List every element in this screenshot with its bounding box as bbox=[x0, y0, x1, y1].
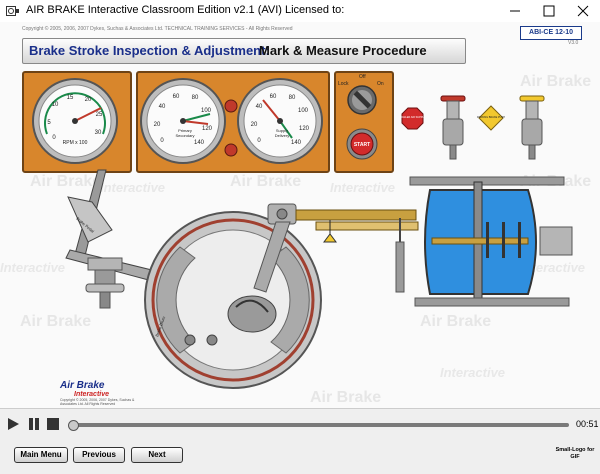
pressure-tick-label: 140 bbox=[291, 140, 302, 146]
pressure-tick-label: 80 bbox=[289, 95, 296, 101]
seek-thumb[interactable] bbox=[68, 420, 79, 431]
rpm-tick-label: 0 bbox=[52, 135, 56, 141]
media-player-bar: 00:51 bbox=[0, 408, 600, 439]
watermark-text: Air Brake bbox=[310, 389, 381, 406]
brake-chamber bbox=[409, 176, 573, 307]
logo-copyright: Copyright © 2005, 2006, 2007 Dykes, Such… bbox=[60, 398, 135, 406]
watermark-text: Interactive bbox=[520, 260, 585, 275]
pressure-tick-label: 60 bbox=[173, 94, 180, 100]
pressure-tick-label: 40 bbox=[159, 104, 166, 110]
watermark-text: Air Brake bbox=[20, 313, 91, 330]
lesson-subtitle: Mark & Measure Procedure bbox=[259, 43, 427, 58]
dashboard-illustration: 0 5 10 15 20 25 30 RPM x 100 0 20 40 60 bbox=[32, 74, 573, 389]
gauge-legend-label: Delivery bbox=[275, 133, 289, 138]
start-label: START bbox=[354, 142, 370, 148]
pressure-tick-label: 100 bbox=[201, 108, 212, 114]
low-air-warning-light bbox=[224, 99, 238, 113]
pressure-tick-label: 80 bbox=[192, 95, 199, 101]
seek-track[interactable] bbox=[71, 423, 569, 427]
rpm-tick-label: 25 bbox=[96, 112, 103, 118]
previous-button[interactable]: Previous bbox=[73, 447, 125, 463]
rpm-tick-label: 10 bbox=[52, 102, 59, 108]
brake-drum: Brake Drum bbox=[144, 211, 322, 389]
app-icon bbox=[6, 5, 20, 23]
elapsed-time: 00:51 bbox=[576, 419, 599, 429]
minimize-button[interactable] bbox=[498, 0, 532, 22]
minimize-icon bbox=[510, 10, 520, 12]
watermark-text: Air Brake bbox=[520, 73, 591, 90]
close-icon bbox=[577, 5, 589, 17]
ignition-on-label: On bbox=[377, 81, 384, 87]
lesson-header: Brake Stroke Inspection & Adjustment: Ma… bbox=[22, 38, 466, 64]
main-menu-button[interactable]: Main Menu bbox=[14, 447, 68, 463]
tachometer-gauge: 0 5 10 15 20 25 30 RPM x 100 bbox=[32, 78, 118, 164]
play-icon bbox=[8, 418, 19, 430]
pressure-tick-label: 40 bbox=[256, 104, 263, 110]
watermark-text: Interactive bbox=[0, 260, 65, 275]
gauge-legend-label: Supply bbox=[276, 128, 288, 133]
window-titlebar: AIR BRAKE Interactive Classroom Edition … bbox=[0, 0, 600, 23]
watermark-text: Air Brake bbox=[420, 313, 491, 330]
gauge-legend-label: Secondary bbox=[175, 133, 194, 138]
maximize-icon bbox=[543, 5, 555, 17]
pressure-tick-label: 20 bbox=[154, 122, 161, 128]
lesson-code-badge: ABI-CE 12-10 bbox=[520, 26, 582, 40]
pressure-tick-label: 120 bbox=[299, 126, 310, 132]
version-label: V3.0 bbox=[568, 40, 579, 46]
air-brake-interactive-logo: Air Brake Interactive Copyright © 2005, … bbox=[60, 380, 150, 406]
gauge-legend-label: Primary bbox=[178, 128, 192, 133]
maximize-button[interactable] bbox=[532, 0, 566, 22]
brake-pedal[interactable]: Brake Pedal bbox=[65, 169, 161, 309]
close-button[interactable] bbox=[566, 0, 600, 22]
parking-valve-label: PARKING BRAKE PUSH bbox=[477, 116, 505, 119]
lesson-title: Brake Stroke Inspection & Adjustment: bbox=[29, 43, 270, 58]
parking-brake-valve[interactable]: PARKING BRAKE PUSH bbox=[477, 105, 505, 131]
small-logo-label: Small-Logo for GIF bbox=[555, 447, 595, 460]
primary-secondary-gauge: 0 20 40 60 80 100 120 140 Primary Second… bbox=[140, 78, 226, 164]
watermark-text: Interactive bbox=[440, 365, 505, 380]
pressure-tick-label: 60 bbox=[270, 94, 277, 100]
ignition-lock-label: Lock bbox=[338, 81, 349, 87]
watermark-text: Air Brake bbox=[230, 173, 301, 190]
window-title: AIR BRAKE Interactive Classroom Edition … bbox=[26, 4, 345, 16]
rpm-tick-label: 20 bbox=[85, 97, 92, 103]
pressure-tick-label: 100 bbox=[298, 108, 309, 114]
trailer-supply-valve[interactable]: TRAILER AIR SUPPLY bbox=[400, 107, 426, 130]
next-button[interactable]: Next bbox=[131, 447, 183, 463]
watermark-text: Interactive bbox=[100, 180, 165, 195]
pressure-tick-label: 20 bbox=[251, 122, 258, 128]
pause-icon bbox=[29, 418, 39, 430]
ignition-key-switch[interactable] bbox=[347, 85, 377, 115]
lesson-navigation: Main Menu Previous Next Small-Logo for G… bbox=[0, 438, 600, 474]
ignition-off-label: Off bbox=[359, 74, 366, 80]
rpm-tick-label: 30 bbox=[95, 130, 102, 136]
trailer-valve-label: TRAILER AIR SUPPLY bbox=[400, 116, 426, 119]
logo-line-2: Interactive bbox=[74, 391, 110, 398]
pressure-tick-label: 0 bbox=[160, 138, 164, 144]
watermark-text: Interactive bbox=[330, 180, 395, 195]
stop-button[interactable] bbox=[46, 417, 60, 436]
play-button[interactable] bbox=[6, 417, 20, 436]
pause-button[interactable] bbox=[27, 417, 41, 436]
pressure-tick-label: 120 bbox=[202, 126, 213, 132]
start-button[interactable]: START bbox=[346, 128, 378, 160]
watermark-text: Air Brake bbox=[30, 173, 101, 190]
rpm-tick-label: 5 bbox=[47, 120, 51, 126]
rpm-tick-label: 15 bbox=[67, 95, 74, 101]
supply-delivery-gauge: 0 20 40 60 80 100 120 140 Supply Deliver… bbox=[237, 78, 323, 164]
copyright-text: Copyright © 2005, 2006, 2007 Dykes, Such… bbox=[22, 26, 293, 32]
stop-icon bbox=[47, 418, 59, 430]
slack-adjuster[interactable] bbox=[253, 203, 419, 293]
rpm-unit-label: RPM x 100 bbox=[63, 140, 88, 146]
low-air-warning-light bbox=[224, 143, 238, 157]
parking-brake-knob-valve[interactable] bbox=[519, 95, 545, 160]
pressure-tick-label: 0 bbox=[257, 138, 261, 144]
lesson-content: Air Brake Air Brake Air Brake Air Brake … bbox=[0, 22, 600, 408]
pressure-tick-label: 140 bbox=[194, 140, 205, 146]
logo-line-1: Air Brake bbox=[60, 380, 105, 391]
tractor-protection-valve[interactable] bbox=[440, 95, 466, 160]
